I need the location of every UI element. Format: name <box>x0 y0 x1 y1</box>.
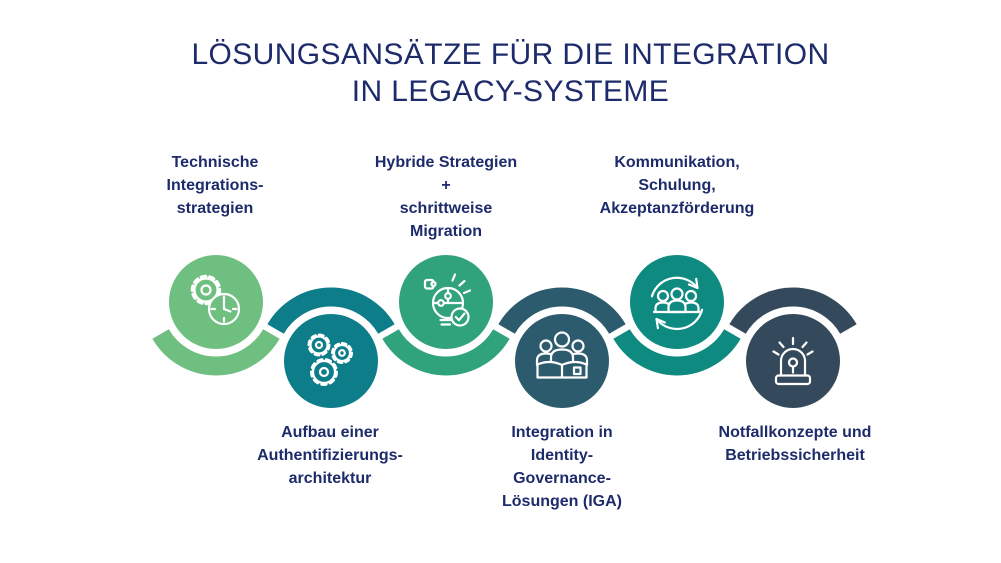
page-title: LÖSUNGSANSÄTZE FÜR DIE INTEGRATION IN LE… <box>10 36 1001 110</box>
puzzle-bulb-check-icon <box>423 273 472 327</box>
step-label-notfallkonzepte: Notfallkonzepte und Betriebssicherheit <box>718 424 872 464</box>
siren-icon <box>772 336 814 386</box>
step-arc-2 <box>267 287 395 335</box>
step-circle-6 <box>746 314 840 408</box>
gear-clock-icon <box>190 274 241 326</box>
page-title-line-2: IN LEGACY-SYSTEME <box>351 75 670 108</box>
page-title-line-1: LÖSUNGSANSÄTZE FÜR DIE INTEGRATION <box>191 38 830 71</box>
step-label-technische-integrationsstrategien: Technische Integrations- strategien <box>166 154 264 217</box>
step-label-authentifizierungsarchitektur: Aufbau einer Authentifizierungs- archite… <box>257 424 403 487</box>
three-gears-icon <box>307 333 353 386</box>
people-book-icon <box>535 331 589 379</box>
people-cycle-icon <box>650 276 704 331</box>
step-label-kommunikation-schulung: Kommunikation, Schulung, Akzeptanzförder… <box>599 154 755 217</box>
step-arc-6 <box>729 287 857 335</box>
step-arc-5 <box>613 328 741 376</box>
step-label-hybride-strategien: Hybride Strategien + schrittweise Migrat… <box>374 154 518 240</box>
step-arc-4 <box>498 287 626 335</box>
step-label-iga-loesungen: Integration in Identity- Governance- Lös… <box>502 424 622 510</box>
step-arc-1 <box>152 328 280 376</box>
step-arc-3 <box>382 328 510 376</box>
